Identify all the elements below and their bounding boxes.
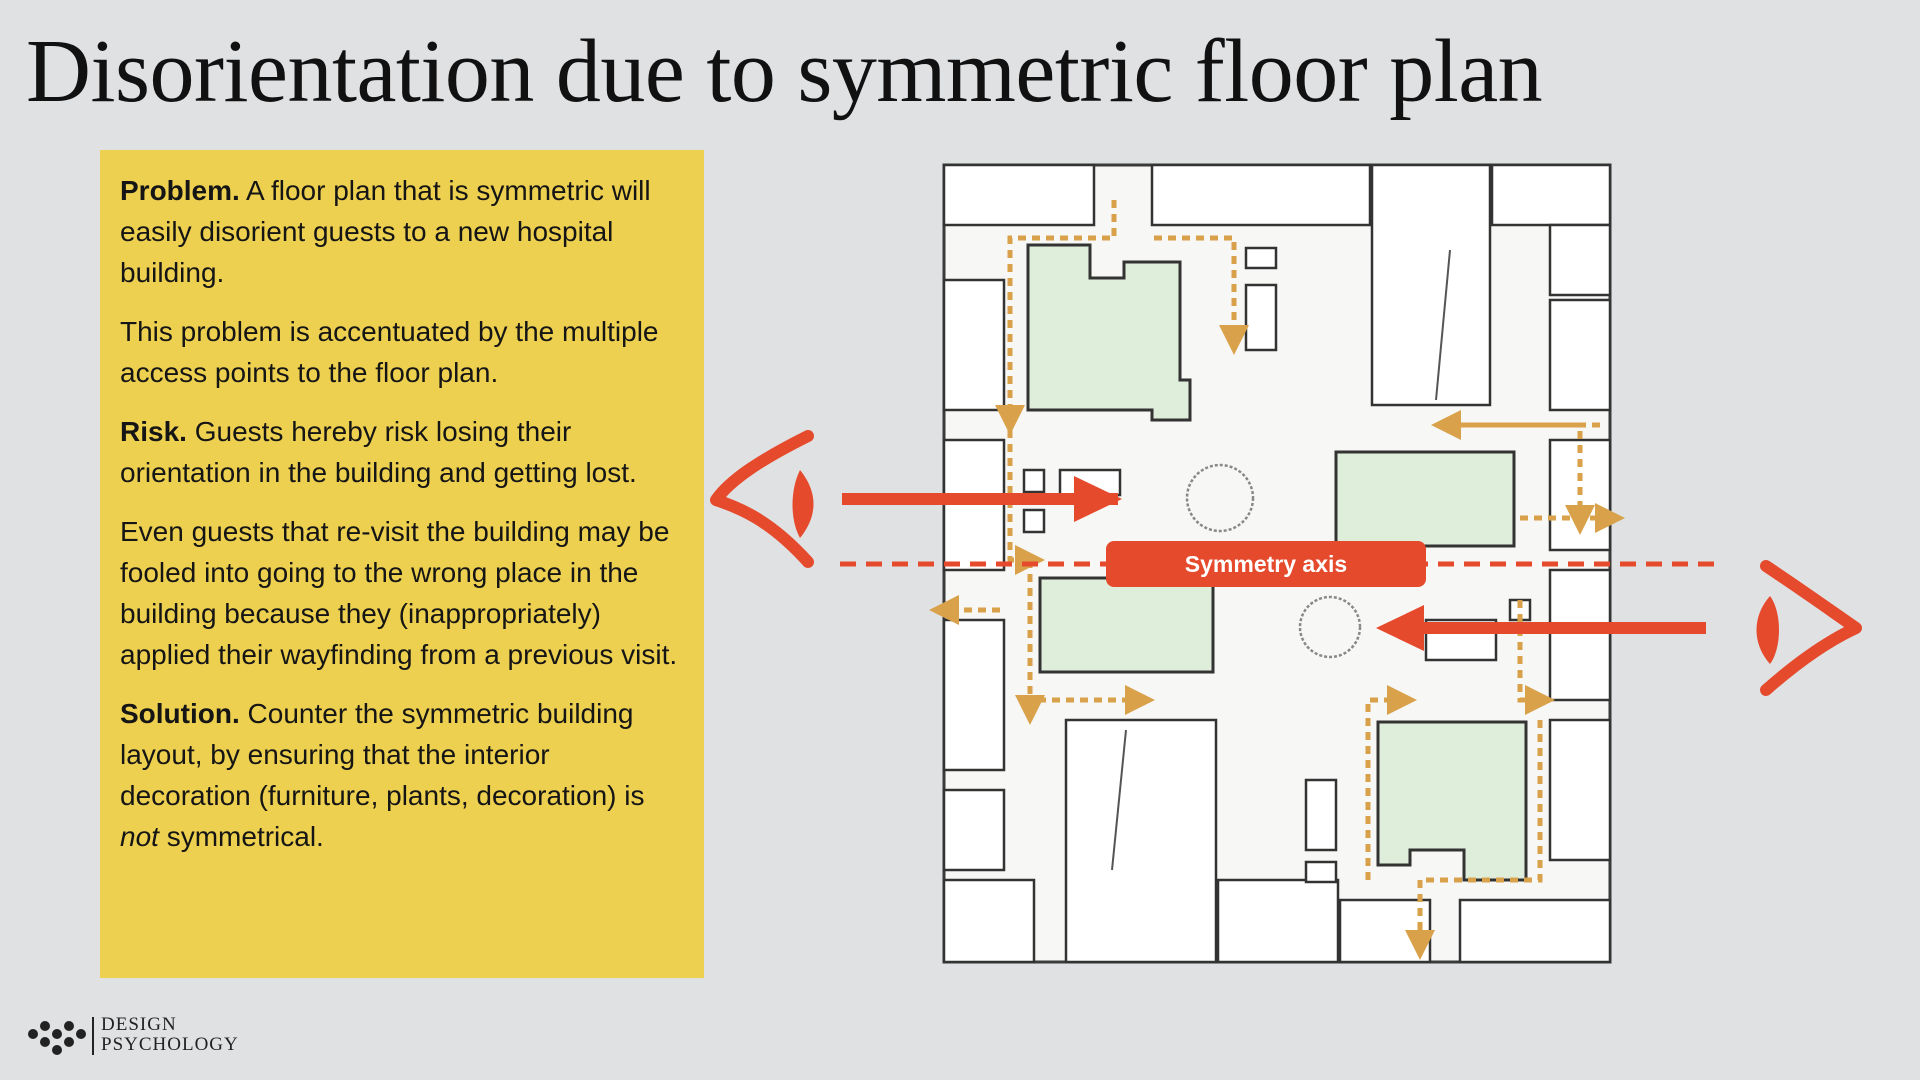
- room-details: [1111, 249, 1451, 871]
- solution-emphasis: not: [120, 821, 159, 852]
- eye-left-pupil: [792, 470, 814, 538]
- slide-title: Disorientation due to symmetric floor pl…: [26, 22, 1543, 121]
- symmetry-axis-pill: [1106, 541, 1426, 587]
- atrium-circle-top: [1185, 463, 1255, 533]
- accent-paragraph: This problem is accentuated by the multi…: [120, 316, 659, 388]
- atrium-circle-bottom: [1298, 595, 1362, 659]
- arrow-right-head: [1074, 476, 1122, 522]
- perimeter-rooms: [942, 163, 1612, 964]
- symmetry-overlay: Symmetry axis: [710, 430, 1862, 696]
- revisit-paragraph: Even guests that re-visit the building m…: [120, 516, 678, 670]
- risk-paragraph: Risk. Guests hereby risk losing their or…: [120, 411, 682, 493]
- eye-left-icon: [710, 430, 814, 568]
- solution-text: Counter the symmetric building layout, b…: [120, 698, 645, 811]
- logo-divider: [92, 1017, 94, 1055]
- solution-paragraph: Solution. Counter the symmetric building…: [120, 693, 682, 857]
- text-panel: Problem. A floor plan that is symmetric …: [100, 150, 704, 978]
- risk-text: Guests hereby risk losing their orientat…: [120, 416, 637, 488]
- logo-wordmark: DESIGN PSYCHOLOGY: [101, 1015, 239, 1055]
- problem-label: Problem.: [120, 175, 240, 206]
- solution-text-end: symmetrical.: [158, 821, 324, 852]
- logo-line-1: DESIGN: [101, 1014, 177, 1035]
- solution-label: Solution.: [120, 698, 240, 729]
- problem-text: A floor plan that is symmetric will easi…: [120, 175, 651, 288]
- risk-label: Risk.: [120, 416, 187, 447]
- logo-line-2: PSYCHOLOGY: [101, 1034, 239, 1055]
- symmetry-axis-label: Symmetry axis: [1185, 551, 1347, 577]
- problem-paragraph: Problem. A floor plan that is symmetric …: [120, 170, 682, 293]
- eye-right-pupil: [1756, 596, 1779, 664]
- logo-dots-icon: [28, 1021, 86, 1055]
- eye-right-icon: [1760, 560, 1862, 696]
- wayfinding-paths: [929, 200, 1625, 960]
- arrow-left-head: [1376, 605, 1424, 651]
- courtyards: [1026, 243, 1528, 882]
